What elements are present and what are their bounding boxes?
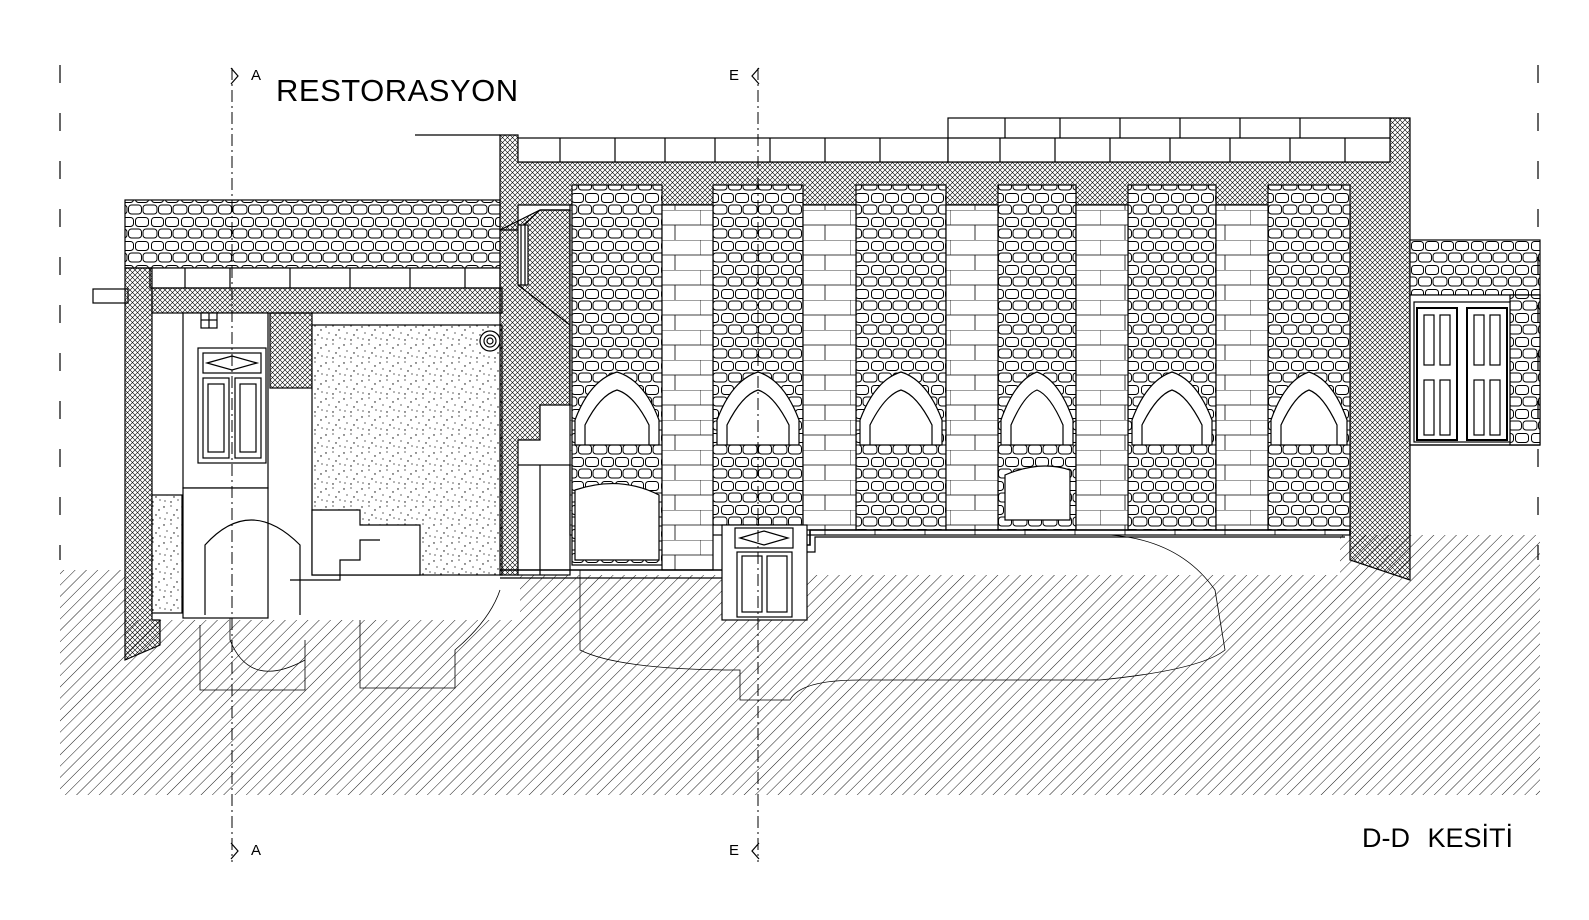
section-arrow-e-bottom — [751, 842, 760, 860]
left-roof-slab — [149, 267, 501, 289]
stone-piers — [571, 184, 1351, 566]
section-mark-a-bottom: A — [251, 842, 262, 859]
left-roof-rubble — [124, 199, 501, 269]
section-mark-a-top: A — [251, 67, 262, 84]
left-outer-wall — [124, 267, 161, 661]
section-arrow-e-top — [751, 67, 760, 85]
section-mark-e-top: E — [729, 67, 740, 84]
roof-parapet-right — [947, 117, 1391, 163]
ground-hatch — [60, 535, 1540, 795]
section-arrow-a-top — [230, 67, 239, 85]
section-mark-e-bottom: E — [729, 842, 740, 859]
roof-parapet-left — [517, 137, 949, 163]
drawing-title: RESTORASYON — [276, 73, 519, 108]
left-ceiling-cut — [151, 287, 503, 314]
right-building-rubble — [1409, 239, 1541, 296]
section-arrow-a-bottom — [230, 842, 239, 860]
section-title: D-D KESİTİ — [1362, 823, 1514, 853]
